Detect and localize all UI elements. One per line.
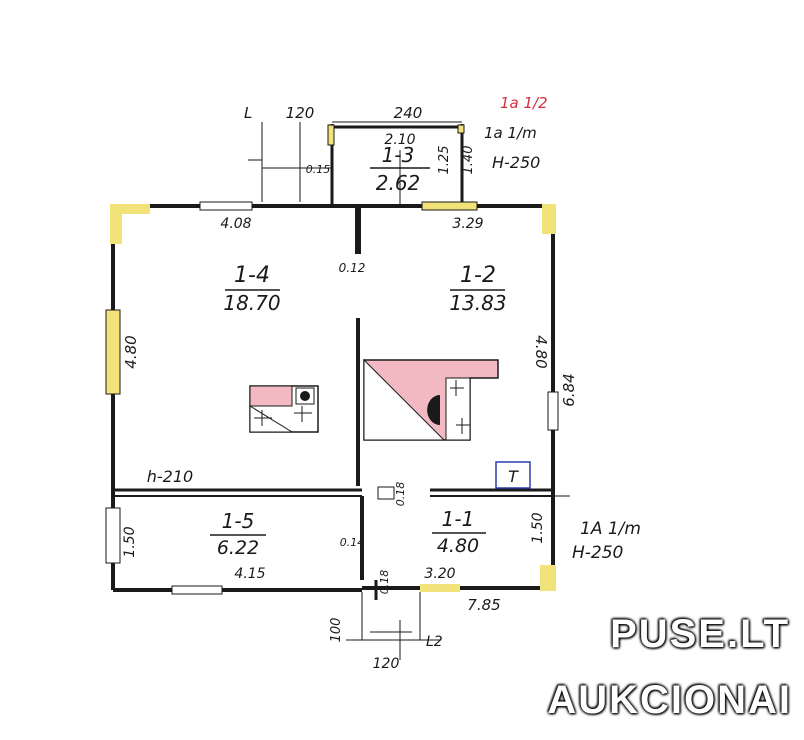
dim-room-11-height: 1.50 xyxy=(530,512,546,543)
stair-bottom xyxy=(346,580,440,660)
room-id-14: 1-4 xyxy=(234,263,270,288)
windows xyxy=(105,201,559,595)
dim-top-porch: 240 xyxy=(394,104,423,122)
watermark-line-1: PUSE.LT xyxy=(610,612,790,656)
annex-height: H-250 xyxy=(572,543,623,563)
watermark-line-2: AUKCIONAI xyxy=(547,678,792,722)
interior-walls xyxy=(113,206,553,580)
dim-wall-door-b: 0.18 xyxy=(378,570,391,595)
dim-porch-wall: 0.15 xyxy=(306,163,331,176)
dim-wall-mid: 0.12 xyxy=(339,261,366,275)
porch-height: H-250 xyxy=(492,153,540,172)
annex-code: 1A 1/m xyxy=(580,519,641,539)
dim-porch-side-b: 1.40 xyxy=(461,146,476,175)
room-id-13: 1-3 xyxy=(382,143,415,167)
toilet-label: T xyxy=(508,467,519,486)
room-area-14: 18.70 xyxy=(223,291,280,315)
dim-porch-inner: 2.10 xyxy=(384,132,415,148)
room-id-12: 1-2 xyxy=(460,263,496,288)
dim-room-15-height: 1.50 xyxy=(122,526,138,557)
room-area-11: 4.80 xyxy=(437,535,479,557)
stove xyxy=(363,358,499,441)
room-area-15: 6.22 xyxy=(217,537,259,559)
window-left xyxy=(105,309,121,395)
window-top-right xyxy=(421,201,478,211)
annotations: L L2 1a 1/m H-250 1A 1/m H-250 1a 1/2 xyxy=(244,94,641,650)
room-id-11: 1-1 xyxy=(442,507,475,531)
dim-bottom-stair-width: 120 xyxy=(373,656,400,672)
dim-left-height: 4.80 xyxy=(122,335,140,368)
dim-right-height: 4.80 xyxy=(532,335,550,368)
dim-wall-lower: 0.14 xyxy=(340,536,365,549)
room-area-12: 13.83 xyxy=(449,291,506,315)
dim-porch-side-a: 1.25 xyxy=(437,146,452,175)
window-lower-left xyxy=(105,507,121,564)
dim-room-15-width: 4.15 xyxy=(234,566,265,582)
red-note: 1a 1/2 xyxy=(500,94,548,112)
stair-top-label: L xyxy=(244,104,252,122)
stair-bottom-label: L2 xyxy=(426,634,443,650)
room-id-15: 1-5 xyxy=(222,509,255,533)
toilet-box xyxy=(495,461,531,489)
window-top-left xyxy=(199,201,253,211)
dim-bottom-stair-depth: 100 xyxy=(329,618,344,643)
dim-room-12-width: 3.29 xyxy=(452,216,483,232)
dim-wall-door-a: 0.18 xyxy=(394,482,407,507)
porch-code: 1a 1/m xyxy=(484,124,537,142)
dim-room-14-width: 4.08 xyxy=(220,216,251,232)
dim-total-width: 7.85 xyxy=(467,596,500,614)
room-area-13: 2.62 xyxy=(376,171,421,195)
dim-room-11-width: 3.20 xyxy=(424,566,455,582)
outer-walls xyxy=(110,204,556,592)
porch-window xyxy=(327,124,335,146)
kitchen-unit xyxy=(249,385,319,433)
porch xyxy=(327,121,465,206)
dim-outer-height: 6.84 xyxy=(560,373,578,406)
dimension-labels: 120 240 2.10 1.25 1.40 0.15 4.08 3.29 0.… xyxy=(122,104,578,672)
room-labels: 1-4 18.70 1-2 13.83 1-3 2.62 1-5 6.22 1-… xyxy=(210,143,507,559)
window-bottom xyxy=(171,585,223,595)
window-right xyxy=(547,391,559,431)
stair-top xyxy=(248,122,332,202)
ceiling-height: h-210 xyxy=(147,467,193,486)
porch-window xyxy=(457,124,465,134)
dim-top-left-stair: 120 xyxy=(286,104,315,122)
